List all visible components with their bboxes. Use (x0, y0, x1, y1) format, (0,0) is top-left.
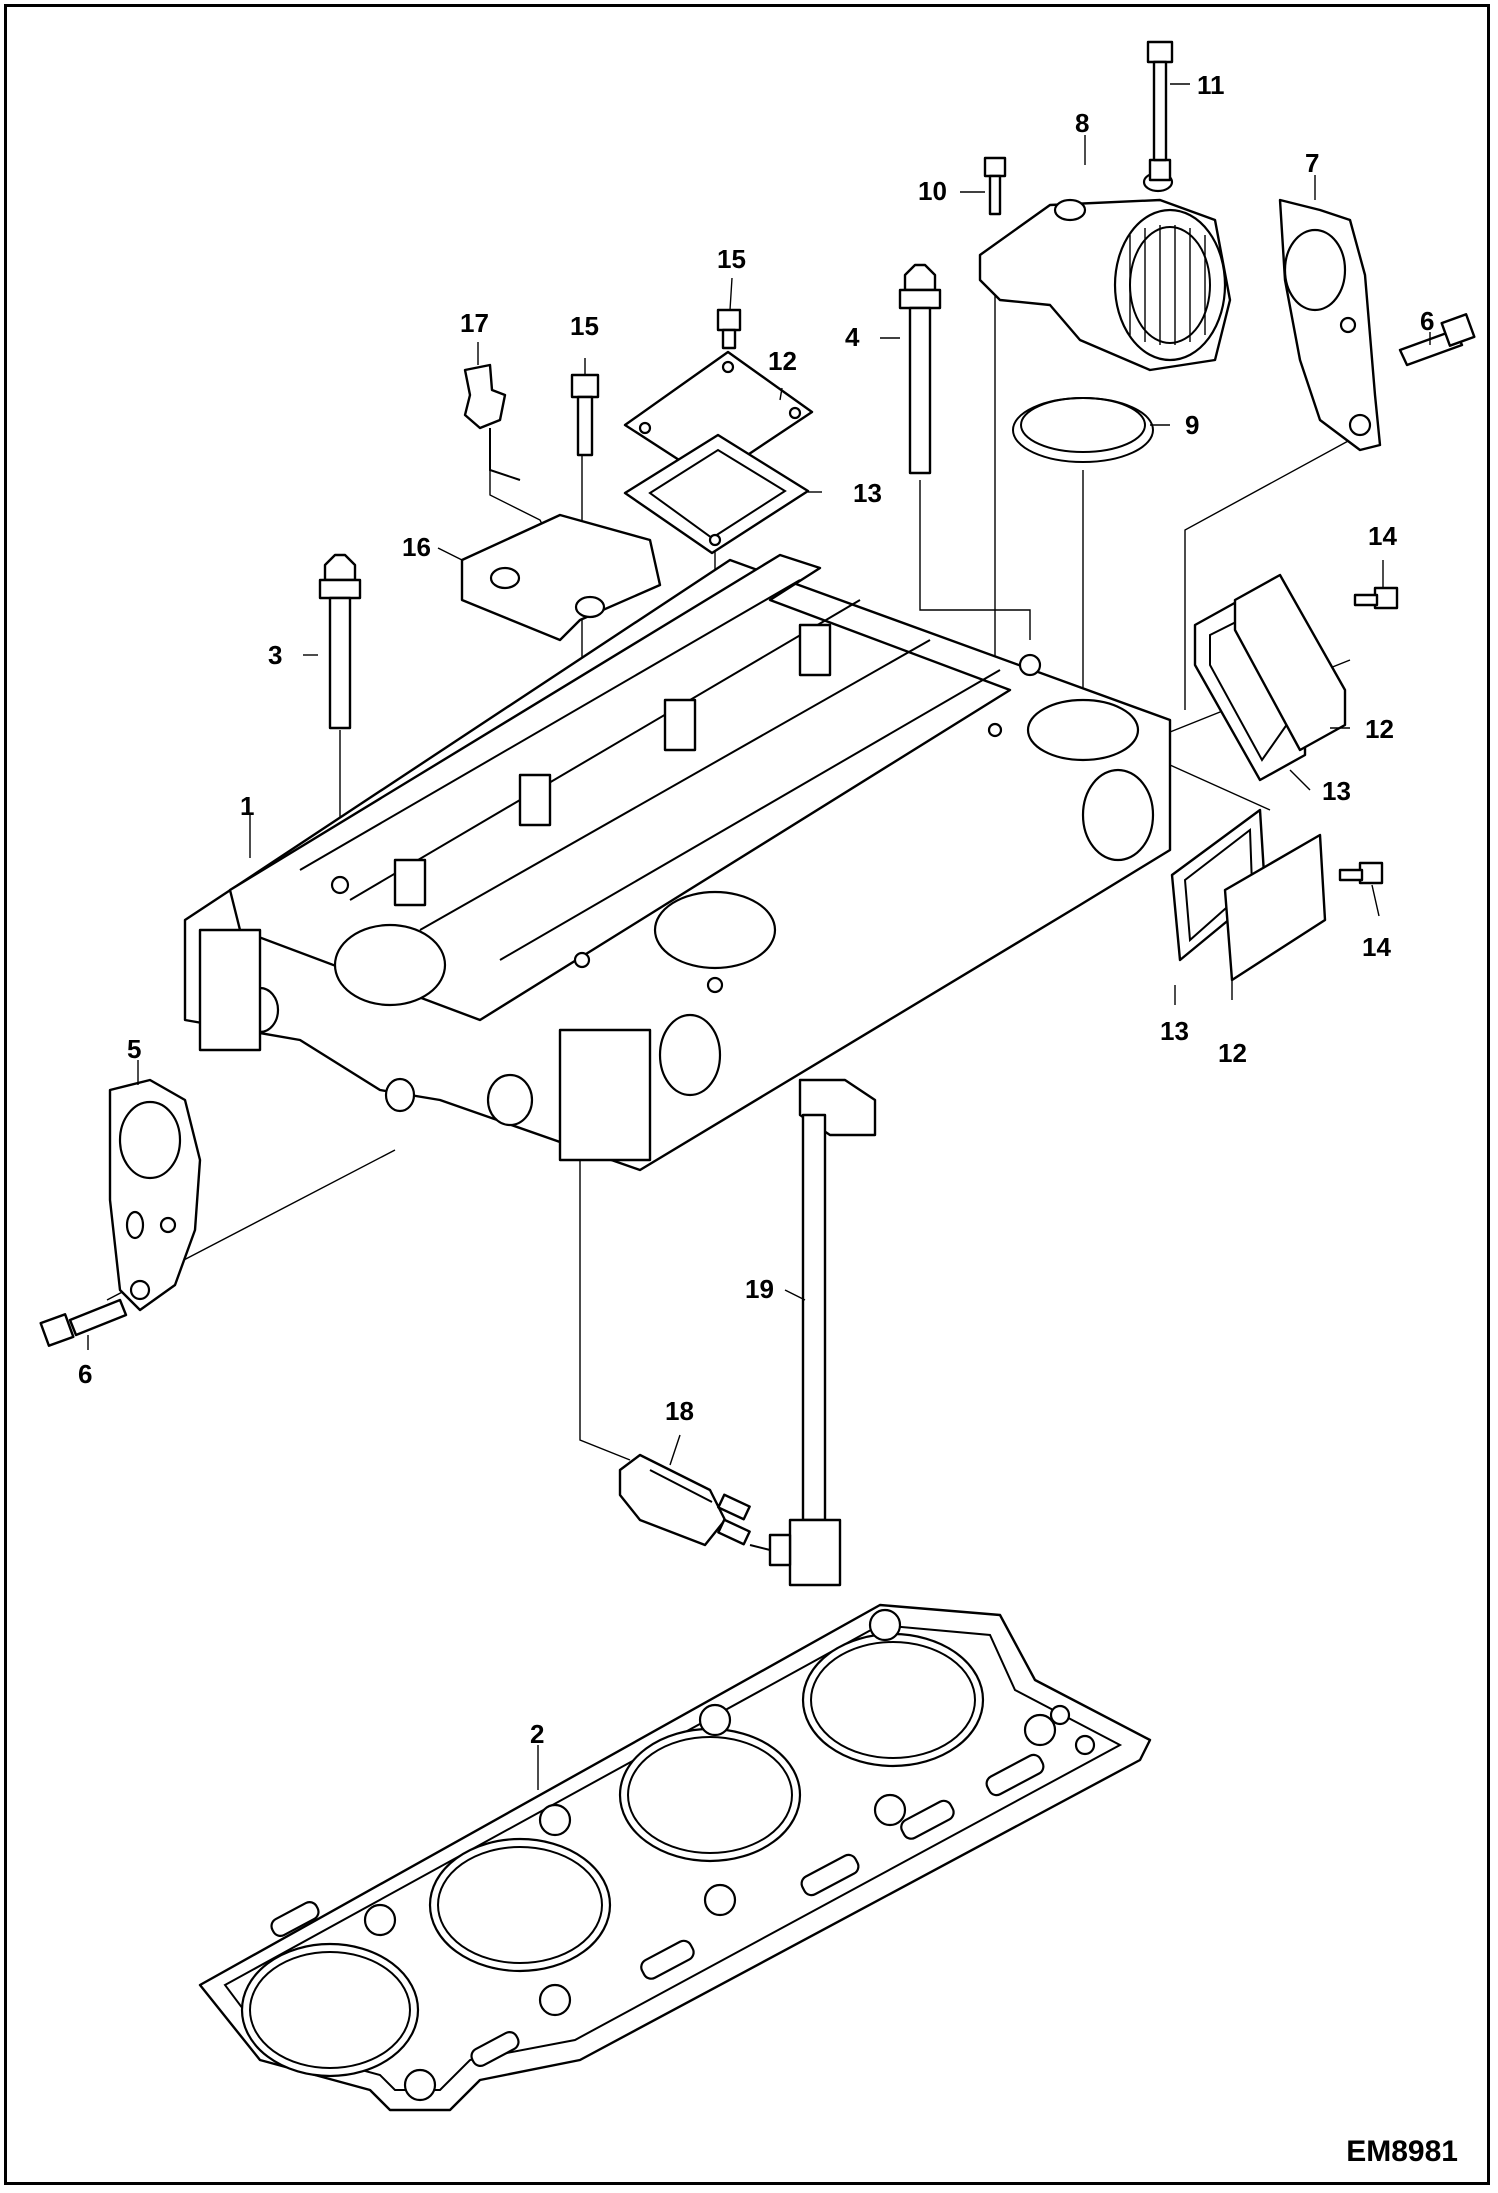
part-15-bolts (570, 308, 742, 457)
callout-12-right-lower: 12 (1218, 1038, 1247, 1068)
part-12-right-cover-upper (1233, 573, 1347, 752)
callout-12-top: 12 (768, 346, 797, 376)
part-7-lift-bracket (1278, 198, 1382, 452)
part-5-lift-bracket (108, 1078, 202, 1312)
callout-12-right-upper: 12 (1365, 714, 1394, 744)
part-1-cylinder-head (183, 553, 1172, 1172)
callout-6-right: 6 (1420, 306, 1434, 336)
callout-9: 9 (1185, 410, 1199, 440)
part-16-plate (460, 513, 662, 642)
part-13-top-gasket (623, 433, 810, 555)
part-2-head-gasket (198, 1603, 1152, 2112)
callout-leaders (87, 83, 1431, 1790)
callout-18: 18 (665, 1396, 694, 1426)
part-8-thermostat-housing (978, 158, 1232, 372)
callout-13-right-upper: 13 (1322, 776, 1351, 806)
part-3-head-bolt (318, 553, 362, 730)
callout-14-upper: 14 (1368, 521, 1397, 551)
part-17-clip (463, 363, 521, 481)
callout-1: 1 (240, 791, 254, 821)
callout-4: 4 (845, 322, 860, 352)
callout-14-lower: 14 (1362, 932, 1391, 962)
callout-15-right: 15 (717, 244, 746, 274)
part-14-bolt-lower (1338, 861, 1384, 885)
drawing-reference-code: EM8981 (1346, 2135, 1458, 2168)
callout-17: 17 (460, 308, 489, 338)
callout-13-top: 13 (853, 478, 882, 508)
part-10-bolt (983, 156, 1007, 216)
part-6-bolt-right (1398, 313, 1476, 367)
callout-3: 3 (268, 640, 282, 670)
part-4-head-bolt (898, 263, 942, 475)
part-14-bolt-upper (1353, 586, 1399, 610)
callout-11: 11 (1197, 70, 1225, 100)
diagram-frame (4, 4, 1490, 2185)
callout-6-left: 6 (78, 1359, 92, 1389)
callout-15-left: 15 (570, 311, 599, 341)
callout-10: 10 (918, 176, 947, 206)
part-18-temperature-sender (618, 1453, 751, 1547)
part-11-bolt (1146, 40, 1174, 162)
callout-19: 19 (745, 1274, 774, 1304)
callout-16: 16 (402, 532, 431, 562)
part-19-wire-harness (749, 1078, 877, 1587)
callout-labels: 1 2 3 4 5 6 6 7 8 9 10 11 12 12 12 13 13… (78, 70, 1434, 1749)
part-12-right-cover-lower (1223, 833, 1327, 982)
callout-8: 8 (1075, 108, 1089, 138)
callout-2: 2 (530, 1719, 544, 1749)
callout-5: 5 (127, 1034, 141, 1064)
callout-13-right-lower: 13 (1160, 1016, 1189, 1046)
part-6-bolt-left (39, 1298, 128, 1347)
callout-7: 7 (1305, 148, 1319, 178)
part-9-o-ring (1012, 397, 1154, 463)
